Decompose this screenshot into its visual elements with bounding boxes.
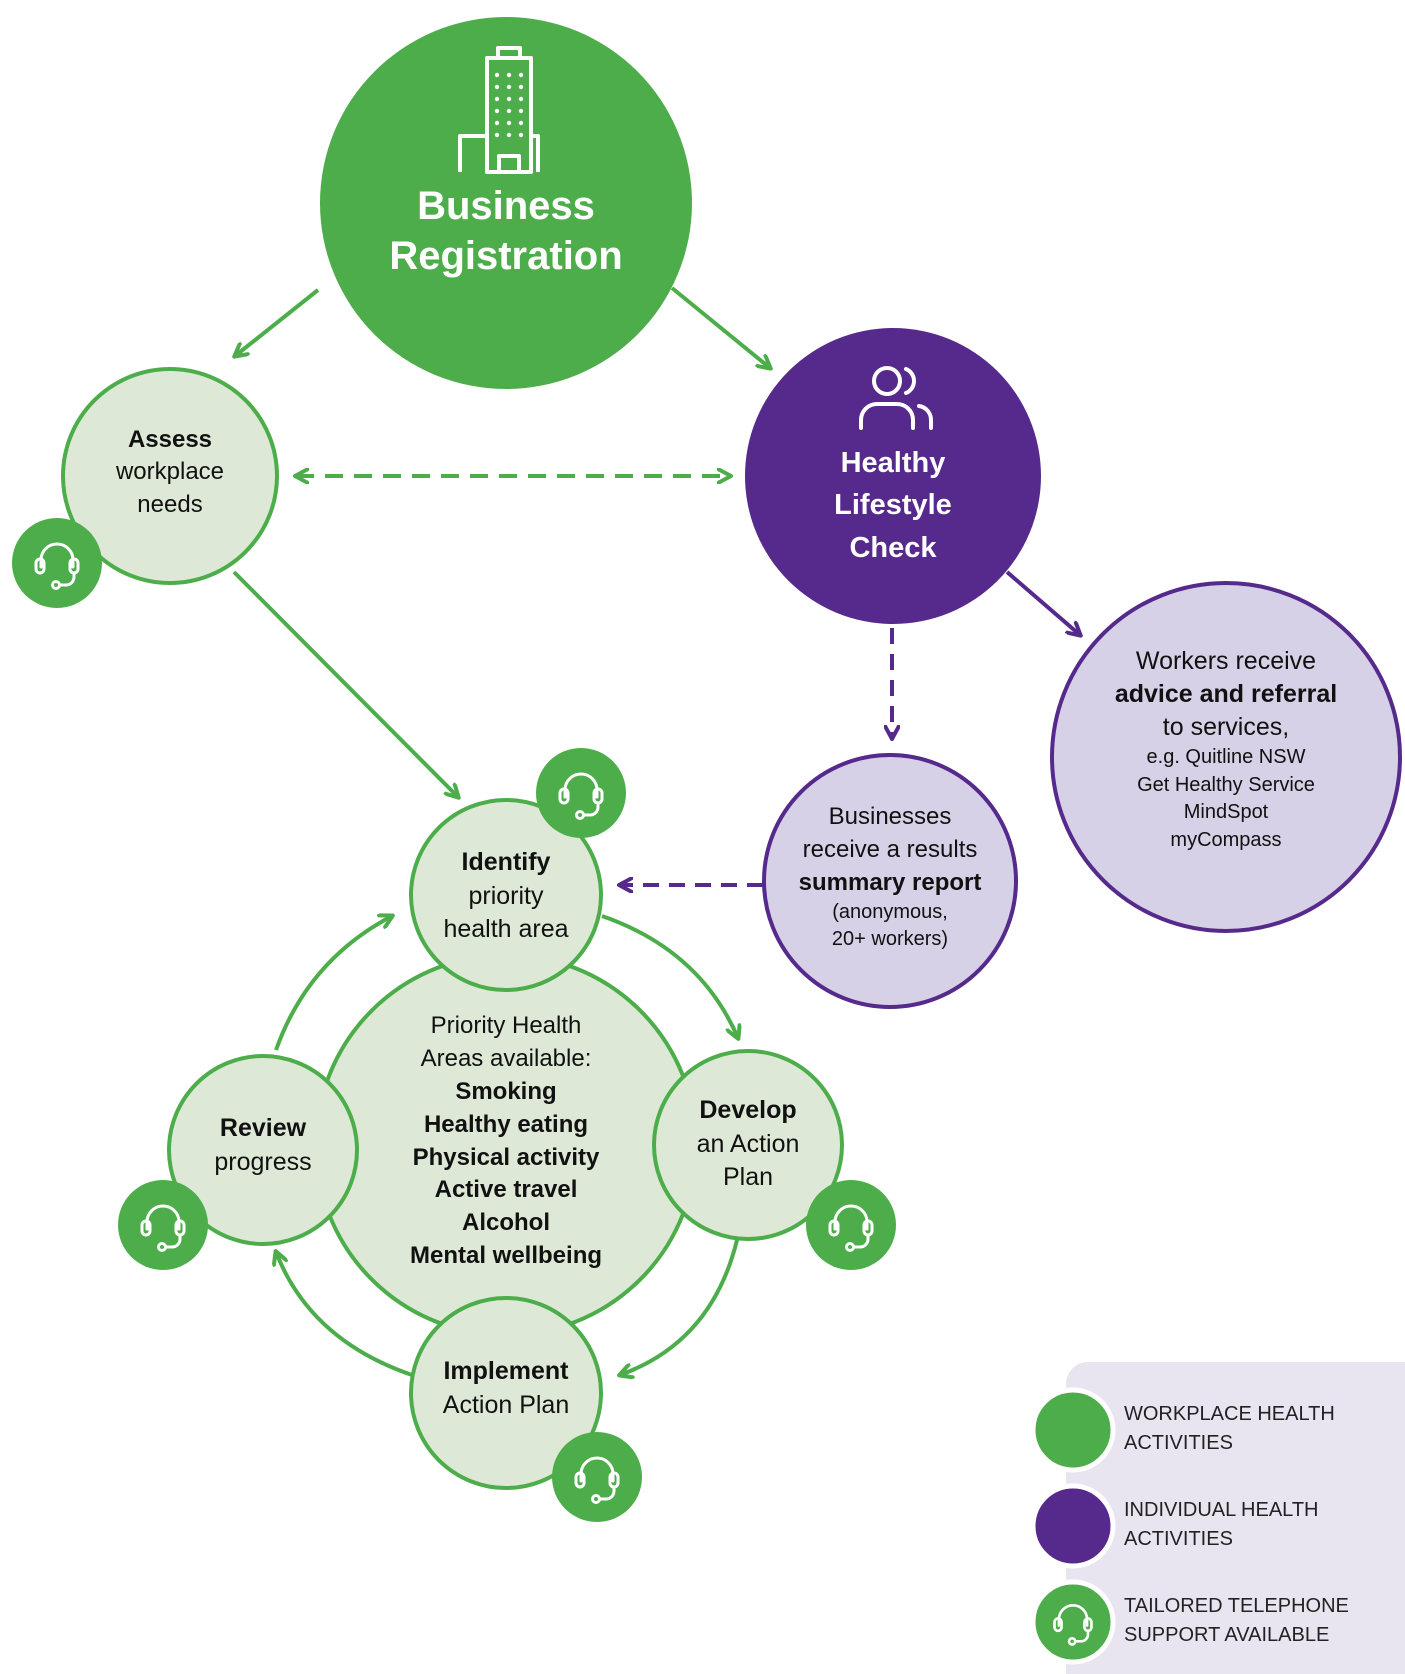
implement-label: Implement Action Plan (416, 1355, 596, 1422)
healthy-lifestyle-check-circle (745, 328, 1041, 624)
businesses-line4: (anonymous, (832, 901, 948, 924)
workers-line2: advice and referral (1114, 680, 1338, 708)
identify-circle (409, 798, 603, 992)
develop-line1: Develop (699, 1096, 797, 1124)
businesses-line1: Businesses (828, 803, 952, 830)
building-icon (458, 46, 540, 174)
businesses-line2: receive a results (802, 836, 978, 864)
assess-line3: needs (137, 490, 203, 518)
legend-individual-line1: INDIVIDUAL HEALTH (1124, 1499, 1319, 1521)
legend-workplace-line2: ACTIVITIES (1124, 1432, 1233, 1454)
workers-line5: Get Healthy Service (1137, 773, 1315, 796)
identify-label: Identify priority health area (416, 846, 596, 947)
priority-area-item: Physical activity (412, 1143, 600, 1171)
business-registration-line1: Business (417, 184, 595, 228)
headset-icon (806, 1180, 896, 1270)
headset-icon (552, 1432, 642, 1522)
people-icon (859, 366, 934, 430)
workers-line6: MindSpot (1183, 801, 1269, 824)
legend-telephone-line2: SUPPORT AVAILABLE (1124, 1624, 1330, 1646)
priority-area-item: Alcohol (462, 1209, 550, 1237)
review-label: Review progress (183, 1112, 343, 1179)
healthy-lifestyle-check-line1: Healthy (840, 447, 946, 479)
cycle-arrow-implement-to-review (276, 1252, 413, 1377)
priority-area-item: Smoking (455, 1077, 557, 1105)
develop-line2: an Action (696, 1129, 800, 1158)
implement-line2: Action Plan (442, 1390, 570, 1419)
business-registration-line2: Registration (389, 233, 623, 278)
priority-areas-line2: Areas available: (420, 1044, 592, 1072)
workers-line3: to services, (1162, 713, 1290, 741)
priority-area-item: Healthy eating (423, 1110, 589, 1138)
arrow-assess-to-identify (232, 570, 458, 797)
business-registration-circle (320, 17, 692, 389)
identify-line3: health area (443, 915, 569, 943)
workers-line4: e.g. Quitline NSW (1146, 746, 1306, 768)
review-line2: progress (214, 1147, 312, 1176)
cycle-arrow-identify-to-develop (601, 914, 738, 1038)
workers-line7: myCompass (1170, 828, 1282, 851)
assess-line1: Assess (127, 426, 213, 453)
review-line1: Review (219, 1114, 307, 1142)
cycle-arrow-develop-to-implement (620, 1239, 739, 1375)
develop-circle (652, 1049, 844, 1241)
legend-telephone-line1: TAILORED TELEPHONE (1124, 1595, 1349, 1617)
priority-areas-line1: Priority Health (430, 1012, 582, 1039)
arrow-lifestyle-to-workers (1005, 570, 1080, 635)
workers-circle (1050, 581, 1402, 933)
healthy-lifestyle-check-line3: Check (849, 531, 937, 564)
healthy-lifestyle-check-line2: Lifestyle (834, 489, 952, 522)
workers-services-list: e.g. Quitline NSW Get Healthy Service Mi… (1076, 744, 1376, 854)
legend (1066, 1362, 1405, 1674)
legend-individual-label: INDIVIDUAL HEALTH ACTIVITIES (1124, 1496, 1318, 1554)
businesses-line3: summary report (798, 869, 982, 897)
develop-line3: Plan (722, 1163, 774, 1191)
priority-areas-label: Priority Health Areas available: Smoking… (366, 1010, 646, 1273)
headset-icon (536, 748, 626, 838)
legend-workplace-line1: WORKPLACE HEALTH (1124, 1403, 1335, 1425)
legend-individual-line2: ACTIVITIES (1124, 1528, 1233, 1550)
headset-icon (12, 518, 102, 608)
develop-label: Develop an Action Plan (668, 1094, 828, 1195)
identify-line2: priority (468, 881, 544, 910)
priority-area-item: Active travel (434, 1176, 578, 1204)
assess-label: Assess workplace needs (80, 424, 260, 521)
cycle-arrow-review-to-identify (274, 916, 392, 1051)
priority-area-item: Mental wellbeing (409, 1242, 603, 1270)
businesses-line5: 20+ workers) (831, 928, 949, 951)
workers-label: Workers receive advice and referral to s… (1076, 645, 1376, 854)
implement-line1: Implement (443, 1357, 569, 1385)
businesses-circle (762, 753, 1018, 1009)
workers-line1: Workers receive (1135, 647, 1317, 675)
review-circle (167, 1054, 359, 1246)
arrow-registration-to-assess (235, 288, 320, 356)
headset-icon (118, 1180, 208, 1270)
legend-telephone-label: TAILORED TELEPHONE SUPPORT AVAILABLE (1124, 1592, 1349, 1650)
identify-line1: Identify (461, 848, 551, 876)
healthy-lifestyle-check-label: Healthy Lifestyle Check (773, 442, 1013, 569)
business-registration-label: Business Registration (356, 182, 656, 281)
arrow-registration-to-lifestyle-check (670, 286, 770, 368)
assess-line2: workplace (115, 458, 225, 486)
implement-circle (409, 1296, 603, 1490)
businesses-note: (anonymous, 20+ workers) (770, 899, 1010, 953)
businesses-label: Businesses receive a results summary rep… (770, 800, 1010, 953)
assess-circle (61, 367, 279, 585)
legend-workplace-label: WORKPLACE HEALTH ACTIVITIES (1124, 1400, 1335, 1458)
